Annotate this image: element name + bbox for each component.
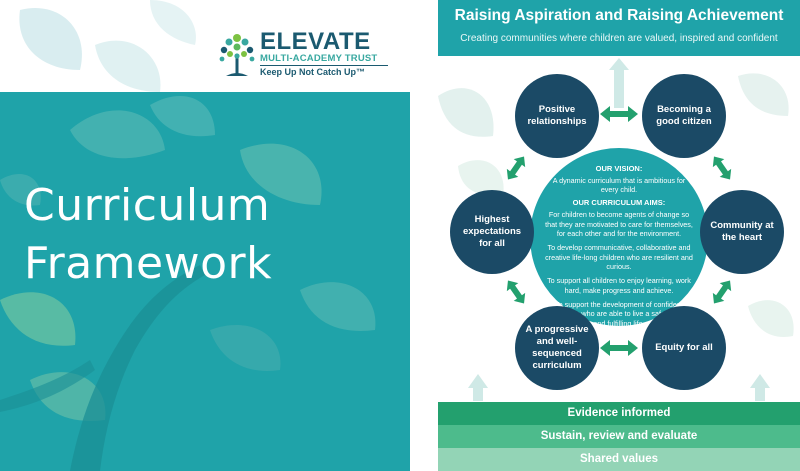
node-community: Community at the heart [700, 190, 784, 274]
cover-title-line-1: Curriculum [24, 180, 271, 231]
arrow-top [600, 106, 638, 122]
cover-title-line-2: Framework [24, 238, 273, 289]
tree-logo-icon [219, 34, 255, 76]
framework-subtitle: Creating communities where children are … [460, 33, 778, 44]
aim-item: To support all children to enjoy learnin… [547, 276, 691, 295]
diagram-background-art [438, 58, 794, 401]
aim-item: To develop communicative, collaborative … [545, 243, 693, 272]
node-progressive-curriculum: A progressive and well-sequenced curricu… [515, 306, 599, 390]
arrow-upper-left [506, 156, 526, 180]
logo-subtitle: MULTI-ACADEMY TRUST [260, 53, 378, 64]
node-equity: Equity for all [642, 306, 726, 390]
band-shared-values: Shared values [438, 448, 800, 471]
logo-divider [260, 65, 388, 66]
node-label: Community at the heart [710, 220, 774, 243]
tree-leaves-decoration [0, 0, 376, 471]
framework-title: Raising Aspiration and Raising Achieveme… [454, 7, 784, 24]
node-label: A progressive and well-sequenced curricu… [525, 324, 589, 371]
band-sustain-review: Sustain, review and evaluate [438, 425, 800, 448]
arrow-upper-right [712, 156, 732, 180]
node-label: Equity for all [655, 342, 713, 354]
arrow-lower-left [506, 280, 526, 304]
vision-hub: OUR VISION: A dynamic curriculum that is… [530, 148, 708, 328]
band-evidence-informed: Evidence informed [438, 402, 800, 425]
node-label: Highest expectations for all [462, 214, 522, 249]
logo-name: ELEVATE [260, 28, 371, 55]
framework-page: Raising Aspiration and Raising Achieveme… [438, 0, 800, 471]
aim-item: To support the development of confident … [545, 300, 693, 328]
vision-heading: OUR VISION: [595, 164, 643, 173]
arrow-lower-right [712, 280, 732, 304]
framework-diagram: OUR VISION: A dynamic curriculum that is… [438, 56, 800, 401]
node-label: Positive relationships [527, 104, 587, 127]
node-high-expectations: Highest expectations for all [450, 190, 534, 274]
node-label: Becoming a good citizen [656, 104, 712, 127]
vision-text: A dynamic curriculum that is ambitious f… [552, 175, 686, 195]
node-positive-relationships: Positive relationships [515, 74, 599, 158]
node-good-citizen: Becoming a good citizen [642, 74, 726, 158]
framework-header: Raising Aspiration and Raising Achieveme… [438, 0, 800, 56]
cover-page: ELEVATE MULTI-ACADEMY TRUST Keep Up Not … [0, 0, 410, 471]
logo-tagline: Keep Up Not Catch Up™ [260, 67, 366, 77]
aim-item: For children to become agents of change … [545, 210, 693, 238]
elevate-logo: ELEVATE MULTI-ACADEMY TRUST Keep Up Not … [218, 28, 388, 80]
aims-heading: OUR CURRICULUM AIMS: [572, 198, 666, 208]
arrow-bottom [600, 340, 638, 356]
